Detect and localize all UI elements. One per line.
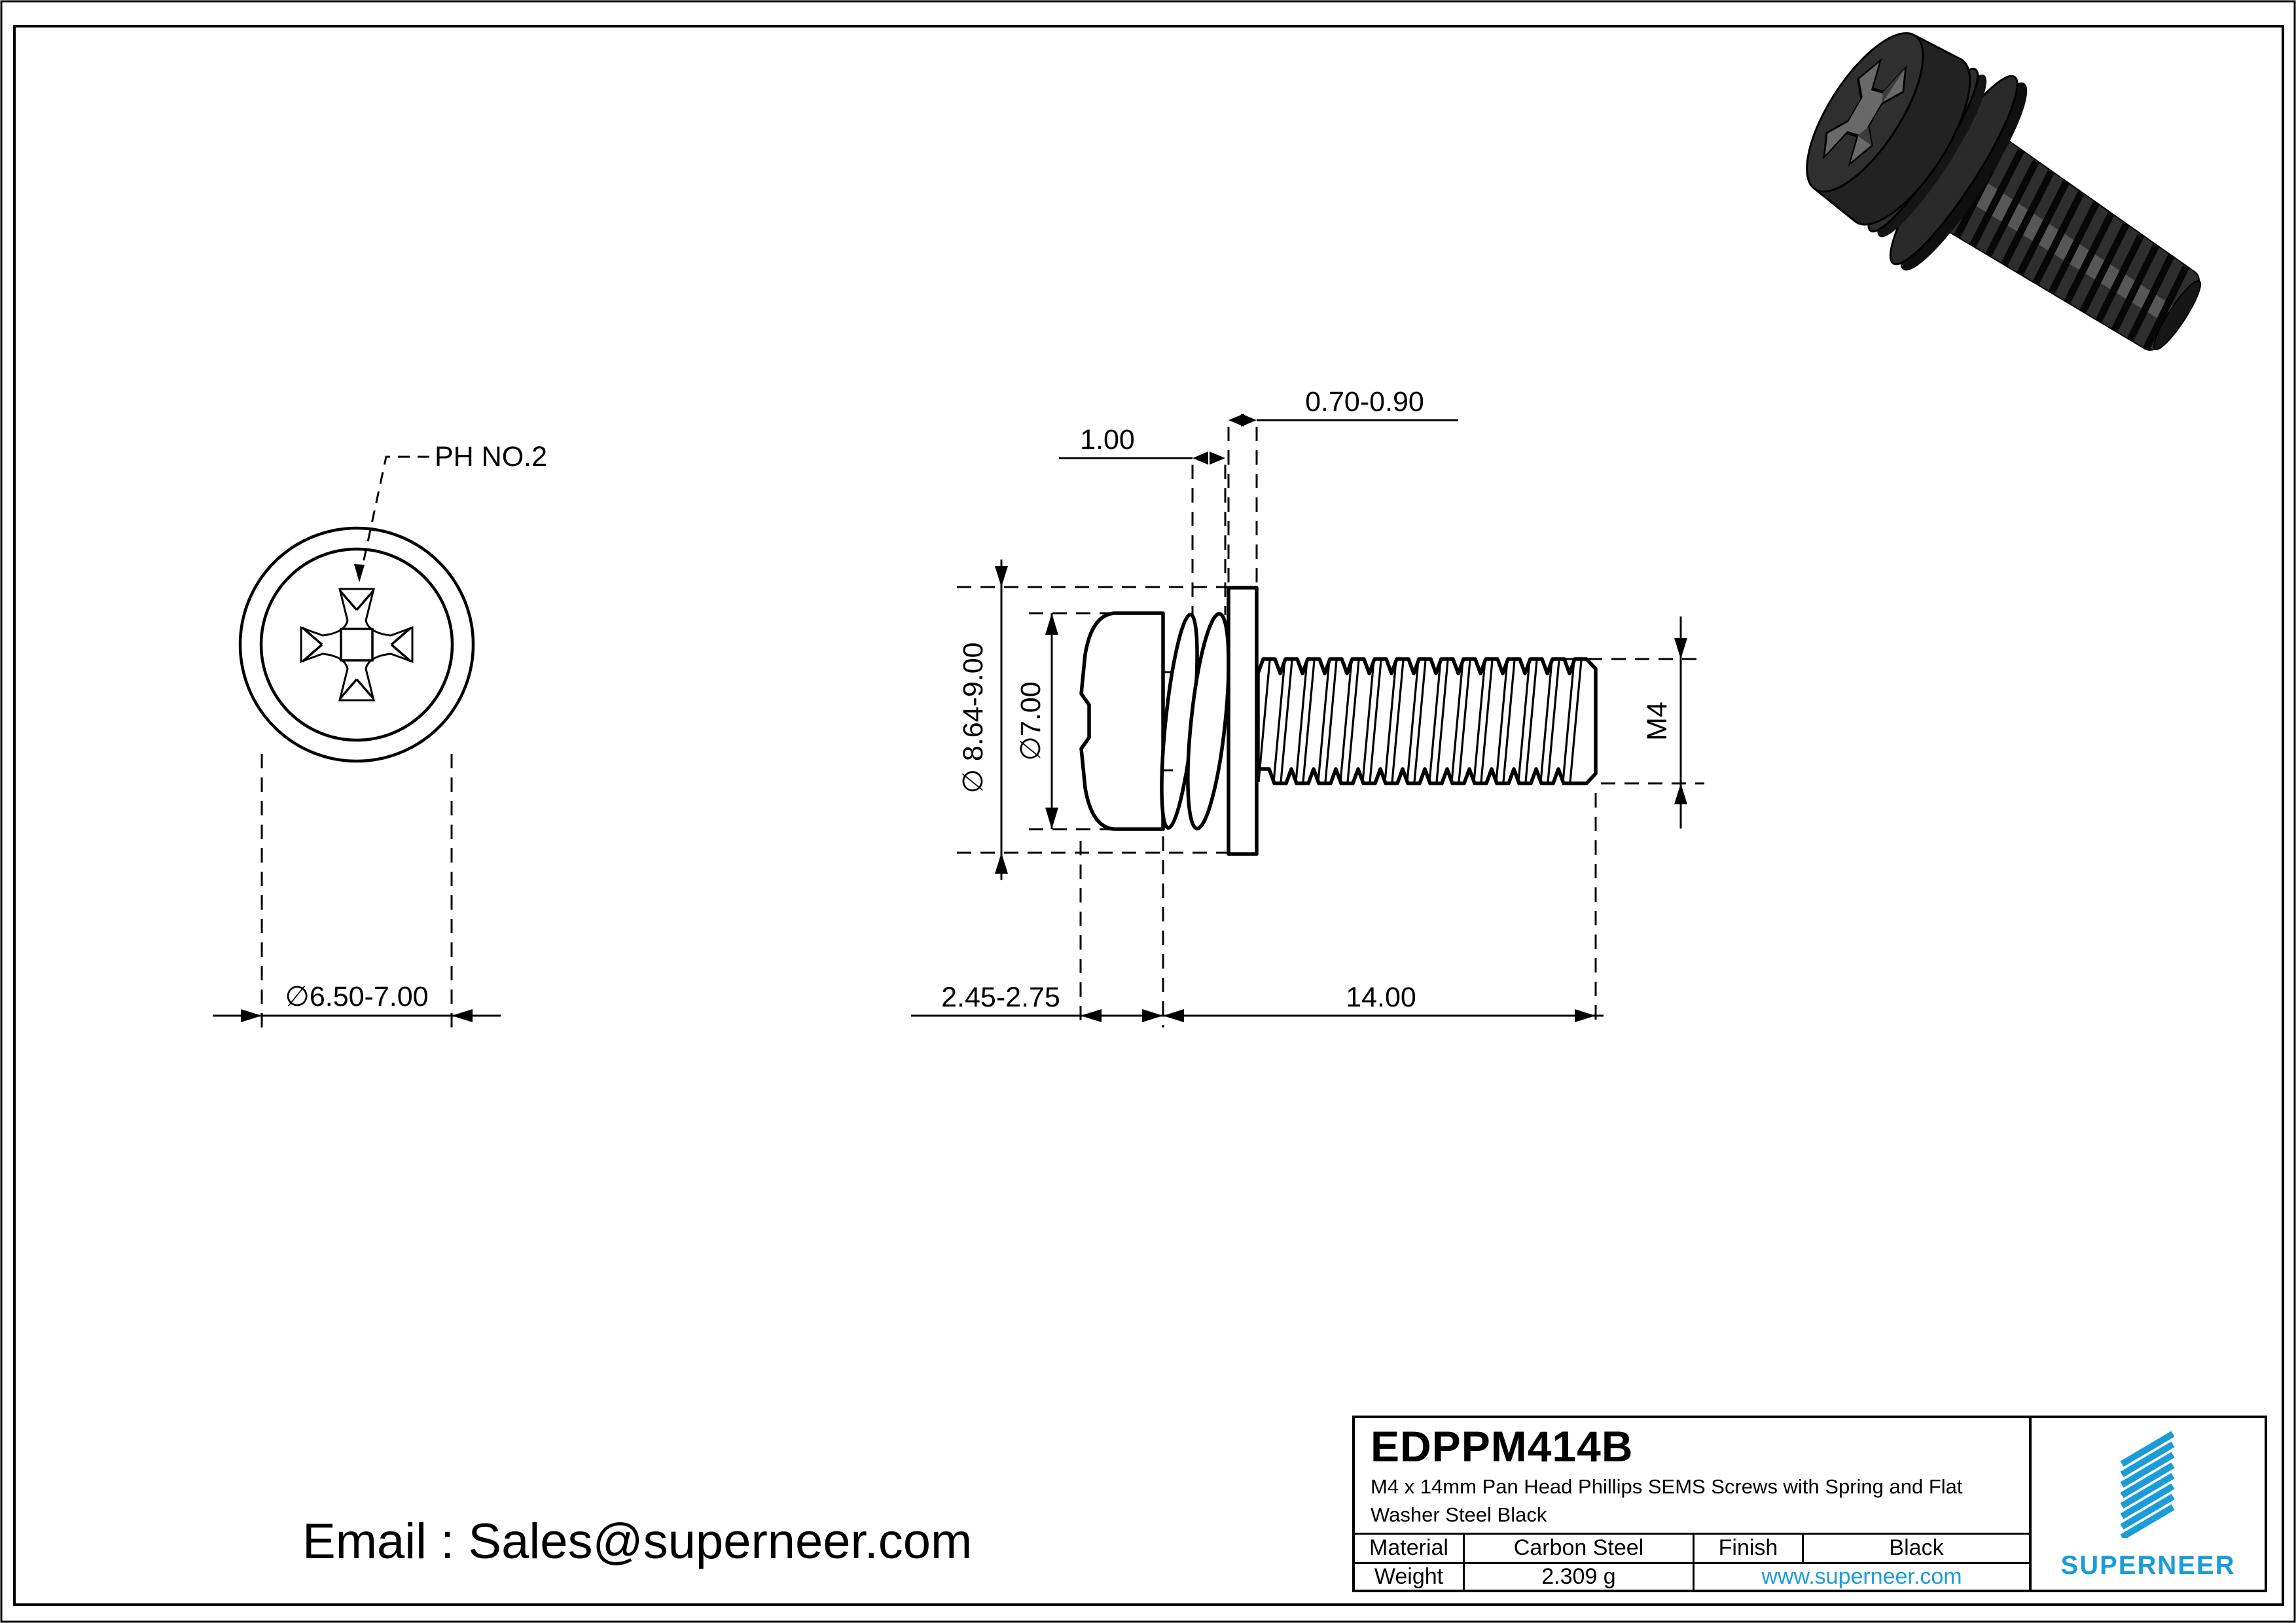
brand-name: SUPERNEER <box>2060 1551 2236 1580</box>
dim-arrowhead <box>1210 452 1225 465</box>
inner-frame <box>13 25 2284 1606</box>
thread-flank-lines <box>1257 660 1583 783</box>
dim-arrowhead <box>995 566 1008 587</box>
front-head-diameter-text: ∅6.50-7.00 <box>285 981 428 1012</box>
dim-arrowhead <box>1674 638 1687 659</box>
side-view: 0.70-0.90 1.00 ∅ 8.64-9.00 ∅7.00 M4 <box>911 386 1704 1027</box>
thread-size-text: M4 <box>1641 702 1673 741</box>
part-description-line2: Washer Steel Black <box>1371 1503 1547 1526</box>
pan-head-profile <box>1079 611 1165 831</box>
flat-washer-od-text: ∅ 8.64-9.00 <box>958 642 989 793</box>
brand-stripes-logo <box>2120 1431 2175 1538</box>
render-shank-tip <box>2153 280 2202 351</box>
thread-length-text: 14.00 <box>1346 982 1416 1013</box>
recess-leader-line <box>360 455 429 573</box>
dim-arrowhead <box>1241 414 1257 427</box>
material-value: Carbon Steel <box>1463 1534 1693 1562</box>
weight-label: Weight <box>1374 1564 1444 1589</box>
flat-washer-profile <box>1227 586 1259 856</box>
head-outline-circle <box>259 547 454 742</box>
finish-label: Finish <box>1693 1534 1802 1562</box>
part-description-line1: M4 x 14mm Pan Head Phillips SEMS Screws … <box>1371 1475 1963 1498</box>
dim-arrowhead <box>1193 452 1208 465</box>
email-contact: Email : Sales@superneer.com <box>302 1514 973 1569</box>
dim-arrowhead <box>1575 1009 1596 1022</box>
dim-arrowhead <box>1674 783 1687 804</box>
dim-arrowhead <box>241 1009 262 1022</box>
brand-logo-cell: SUPERNEER <box>2032 1418 2265 1590</box>
leader-arrowhead <box>354 564 365 582</box>
phillips-recess-outline <box>300 588 414 702</box>
dim-arrowhead <box>1229 414 1244 427</box>
screw-3d-render <box>1806 32 2202 351</box>
weight-value: 2.309 g <box>1463 1564 1693 1590</box>
dim-arrowhead <box>995 853 1008 874</box>
dim-arrowhead <box>1081 1009 1102 1022</box>
dim-arrowhead <box>452 1009 473 1022</box>
spring-washer-inner-edges <box>1163 671 1173 772</box>
dim-arrowhead <box>1142 1009 1163 1022</box>
recess-label: PH NO.2 <box>435 441 547 473</box>
phillips-wing-edges <box>301 589 412 700</box>
part-number: EDPPM414B <box>1371 1422 1634 1471</box>
render-phillips-cross <box>1823 58 1907 167</box>
flat-washer-thickness-text: 0.70-0.90 <box>1305 386 1424 418</box>
material-finish-row: Material Carbon Steel Finish Black <box>1355 1532 2029 1562</box>
weight-website-row: Weight 2.309 g www.superneer.com <box>1355 1562 2029 1590</box>
website-link[interactable]: www.superneer.com <box>1693 1564 2029 1590</box>
phillips-center-square <box>340 628 374 662</box>
front-view: PH NO.2 ∅6.50-7.00 <box>213 441 547 1029</box>
logo-stripes <box>2120 1431 2175 1538</box>
dim-arrowhead <box>1045 808 1058 829</box>
finish-value: Black <box>1802 1534 2029 1562</box>
title-block: EDPPM414B M4 x 14mm Pan Head Phillips SE… <box>1352 1416 2267 1592</box>
spring-washer-thickness-text: 1.00 <box>1080 424 1135 455</box>
dim-arrowhead <box>1045 613 1058 635</box>
material-label: Material <box>1369 1535 1448 1561</box>
head-diameter-text: ∅7.00 <box>1015 681 1047 760</box>
part-header: EDPPM414B M4 x 14mm Pan Head Phillips SE… <box>1355 1418 2029 1533</box>
spring-washer-right-coil <box>1186 612 1230 830</box>
head-height-text: 2.45-2.75 <box>941 982 1060 1013</box>
dim-arrowhead <box>1163 1009 1184 1022</box>
title-block-main: EDPPM414B M4 x 14mm Pan Head Phillips SE… <box>1355 1418 2032 1590</box>
